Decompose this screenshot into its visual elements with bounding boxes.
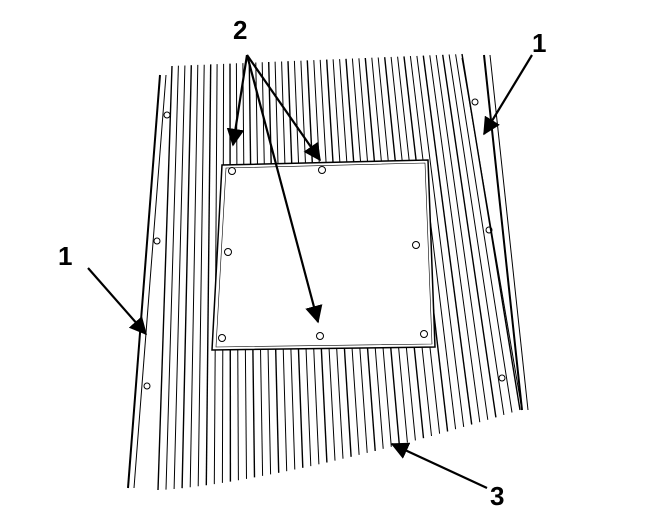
arrow-rail-left (88, 268, 146, 334)
callout-label-fasteners: 2 (233, 17, 247, 43)
corrugation-line (166, 66, 178, 490)
left-rail (128, 75, 170, 488)
corrugation-line (198, 65, 204, 487)
corrugation-line (443, 55, 496, 418)
corrugation-line (206, 64, 210, 485)
access-panel (212, 160, 435, 350)
callout-label-rail-right: 1 (532, 30, 546, 56)
corrugation-line (436, 55, 488, 420)
arrow-fasteners-1 (233, 55, 247, 145)
corrugation-line (190, 65, 198, 487)
callout-label-skin: 3 (490, 483, 504, 509)
callout-label-rail-left: 1 (58, 243, 72, 269)
corrugation-line (158, 66, 172, 490)
corrugation-line (430, 55, 480, 422)
arrow-skin (392, 444, 487, 488)
